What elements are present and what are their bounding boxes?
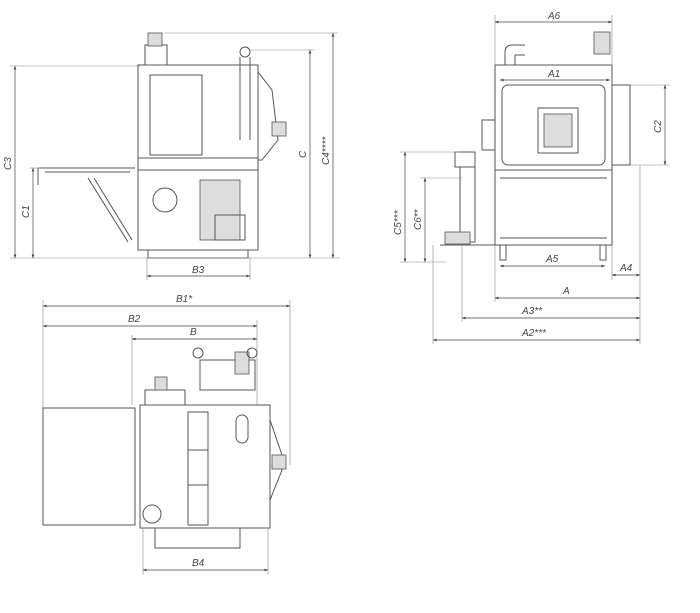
elbow-pipe bbox=[504, 44, 525, 65]
side-view: C3 C1 C C4**** B3 bbox=[3, 32, 340, 280]
dim-c4: C4**** bbox=[321, 136, 332, 165]
platform-top bbox=[42, 407, 136, 526]
dim-b1: B1* bbox=[176, 294, 193, 305]
dim-a6: A6 bbox=[547, 11, 561, 22]
pipe-outlet bbox=[239, 46, 251, 58]
bottom-box bbox=[154, 527, 241, 549]
front-frame bbox=[494, 64, 613, 246]
dim-b3: B3 bbox=[192, 265, 205, 276]
dim-c: C bbox=[298, 150, 309, 158]
dim-c6: C6** bbox=[413, 208, 424, 230]
motor-top bbox=[144, 44, 168, 66]
dim-c5: C5*** bbox=[393, 209, 404, 235]
dim-b: B bbox=[190, 327, 197, 338]
dim-a2: A2*** bbox=[521, 328, 547, 339]
hopper bbox=[257, 71, 279, 161]
dim-a5: A5 bbox=[545, 254, 559, 265]
platform bbox=[37, 167, 135, 243]
dim-a4: A4 bbox=[619, 263, 633, 274]
dim-c1: C1 bbox=[21, 205, 32, 218]
dim-b4: B4 bbox=[192, 558, 205, 569]
motor-top-front bbox=[593, 31, 611, 55]
top-view: B1* B2 B B4 bbox=[42, 294, 291, 575]
fan-grille bbox=[537, 107, 579, 154]
dim-a1: A1 bbox=[547, 69, 560, 80]
dim-c2: C2 bbox=[653, 120, 664, 133]
dim-a3: A3** bbox=[521, 306, 543, 317]
door-panel bbox=[149, 74, 203, 156]
dim-c3: C3 bbox=[3, 157, 14, 170]
dim-b2: B2 bbox=[128, 314, 141, 325]
dim-a: A bbox=[562, 286, 570, 297]
side-motor bbox=[271, 121, 287, 137]
front-view: A6 A1 C2 C5*** C6** A5 A4 A A3** A2*** bbox=[393, 11, 670, 344]
pump-unit bbox=[199, 179, 241, 241]
